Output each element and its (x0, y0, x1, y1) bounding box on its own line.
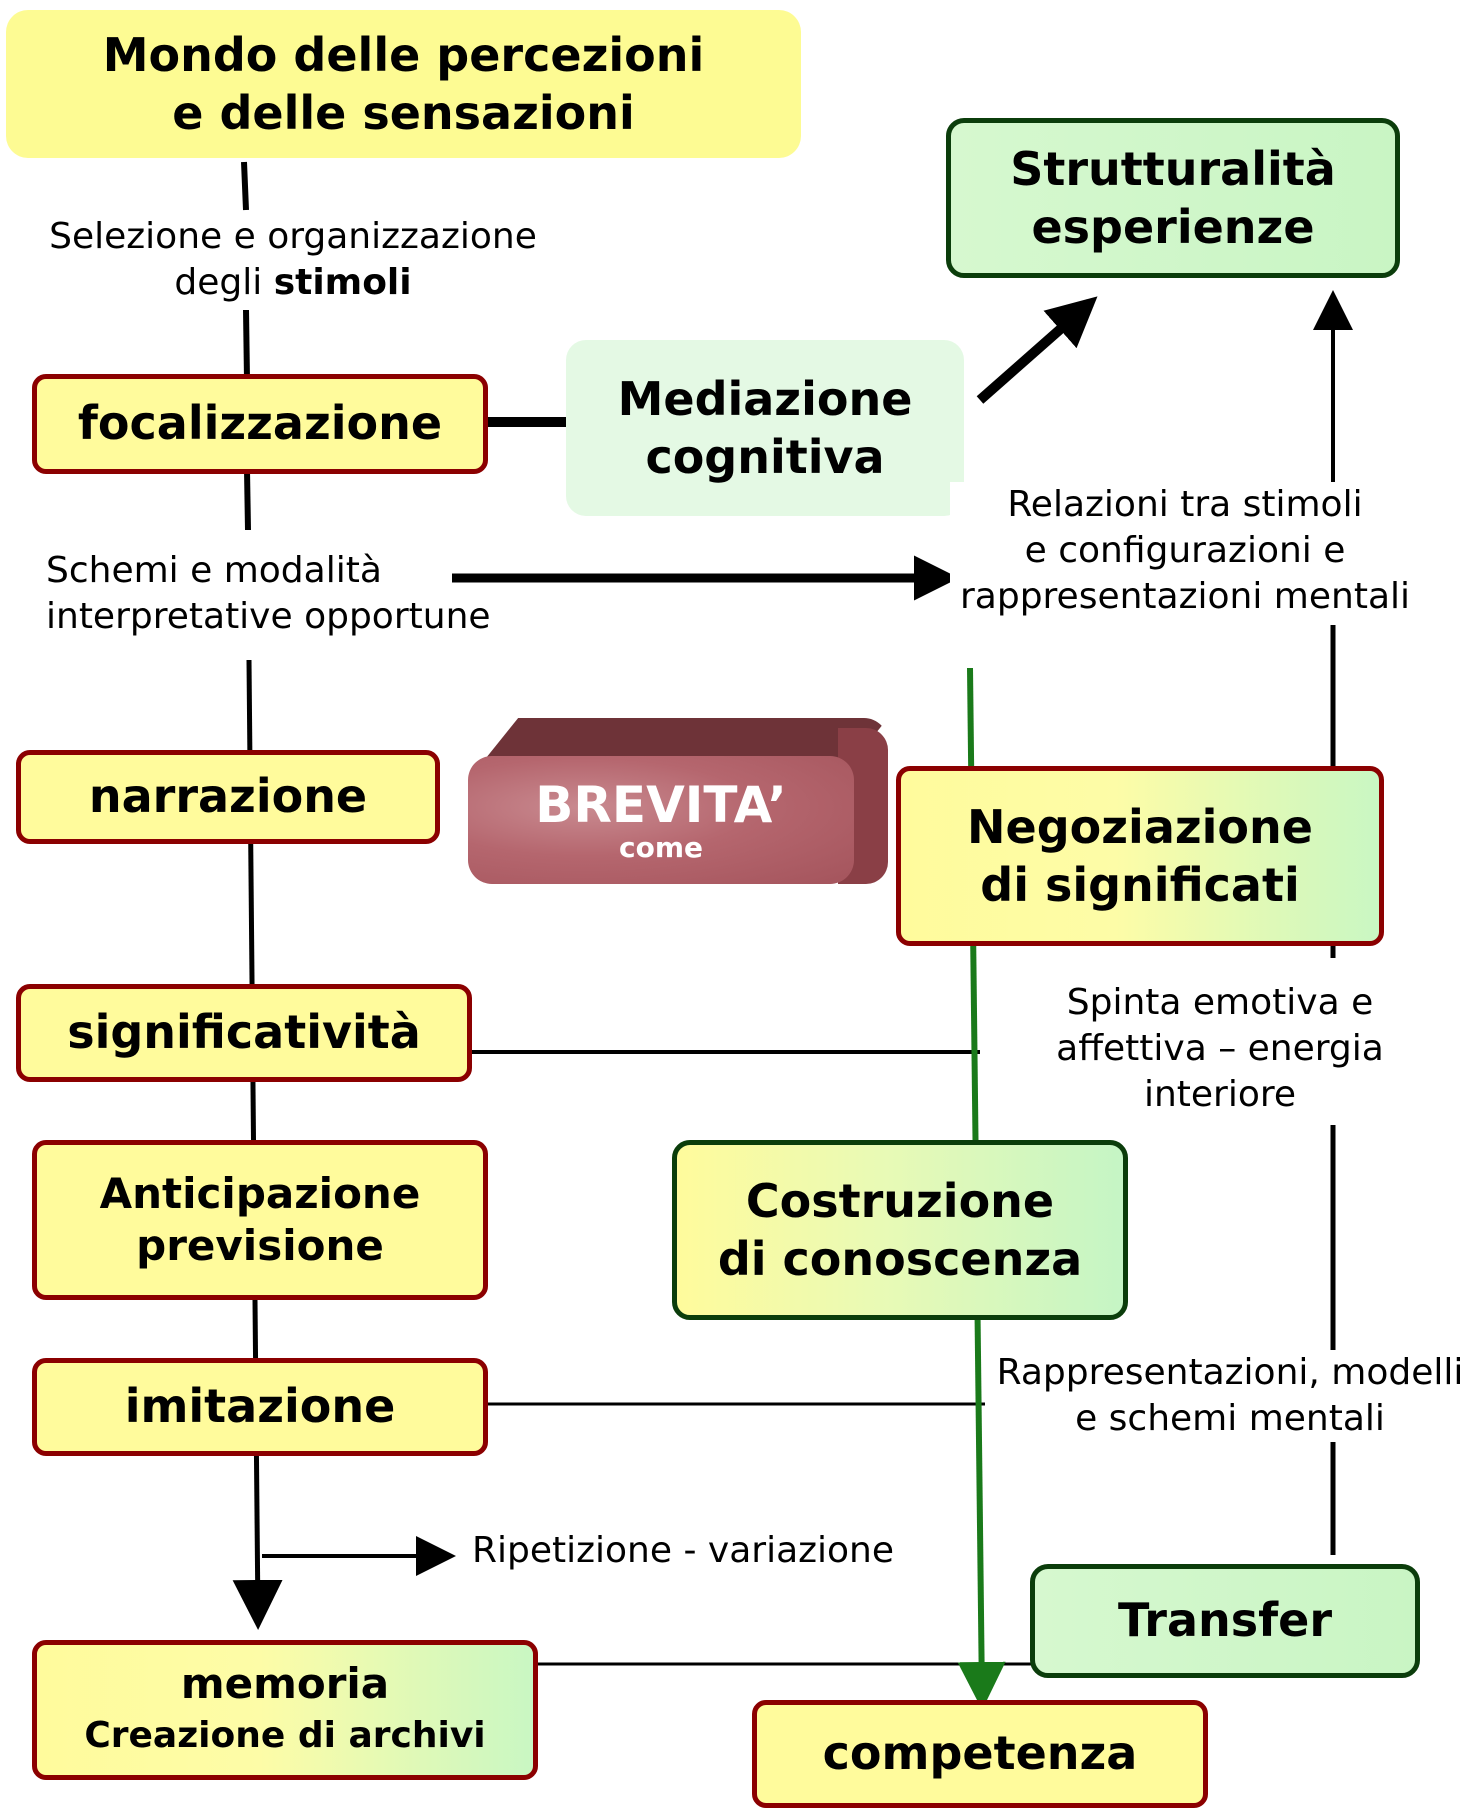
selezione-bold: stimoli (273, 262, 412, 303)
strutturalita-box: Strutturalità esperienze (946, 118, 1400, 278)
schemi-label: Schemi e modalità interpretative opportu… (46, 550, 491, 637)
ripetizione-label: Ripetizione - variazione (472, 1530, 895, 1571)
spinta-label: Spinta emotiva e affettiva – energia int… (1030, 980, 1410, 1118)
title-line1: Mondo delle percezioni (102, 28, 705, 82)
transfer-box: Transfer (1030, 1564, 1420, 1678)
brevita-sub: come (619, 831, 703, 864)
negoziazione-box: Negoziazione di significati (896, 766, 1384, 946)
selezione-prefix: degli (174, 262, 274, 303)
significativita-box: significatività (16, 984, 472, 1082)
brevita-label: BREVITA’ (535, 776, 787, 834)
relazioni-label: Relazioni tra stimoli e configurazioni e… (950, 482, 1420, 620)
title-box: Mondo delle percezioni e delle sensazion… (6, 10, 801, 158)
brevita-block: BREVITA’ come (468, 718, 888, 884)
mediazione-cognitiva-box: Mediazione cognitiva (566, 340, 964, 516)
anticipazione-box: Anticipazione previsione (32, 1140, 488, 1300)
mediazione-strutturalita-arrow (976, 296, 1098, 404)
imitazione-box: imitazione (32, 1358, 488, 1456)
focalizzazione-box: focalizzazione (32, 374, 488, 474)
title-line2: e delle sensazioni (172, 86, 635, 140)
memoria-box: memoria Creazione di archivi (32, 1640, 538, 1780)
selezione-label: Selezione e organizzazione degli stimoli (49, 216, 537, 303)
competenza-box: competenza (752, 1700, 1208, 1808)
costruzione-box: Costruzione di conoscenza (672, 1140, 1128, 1320)
main-vertical-line (241, 161, 249, 211)
narrazione-box: narrazione (16, 750, 440, 844)
rappresentazioni-label: Rappresentazioni, modelli e schemi menta… (985, 1350, 1475, 1442)
